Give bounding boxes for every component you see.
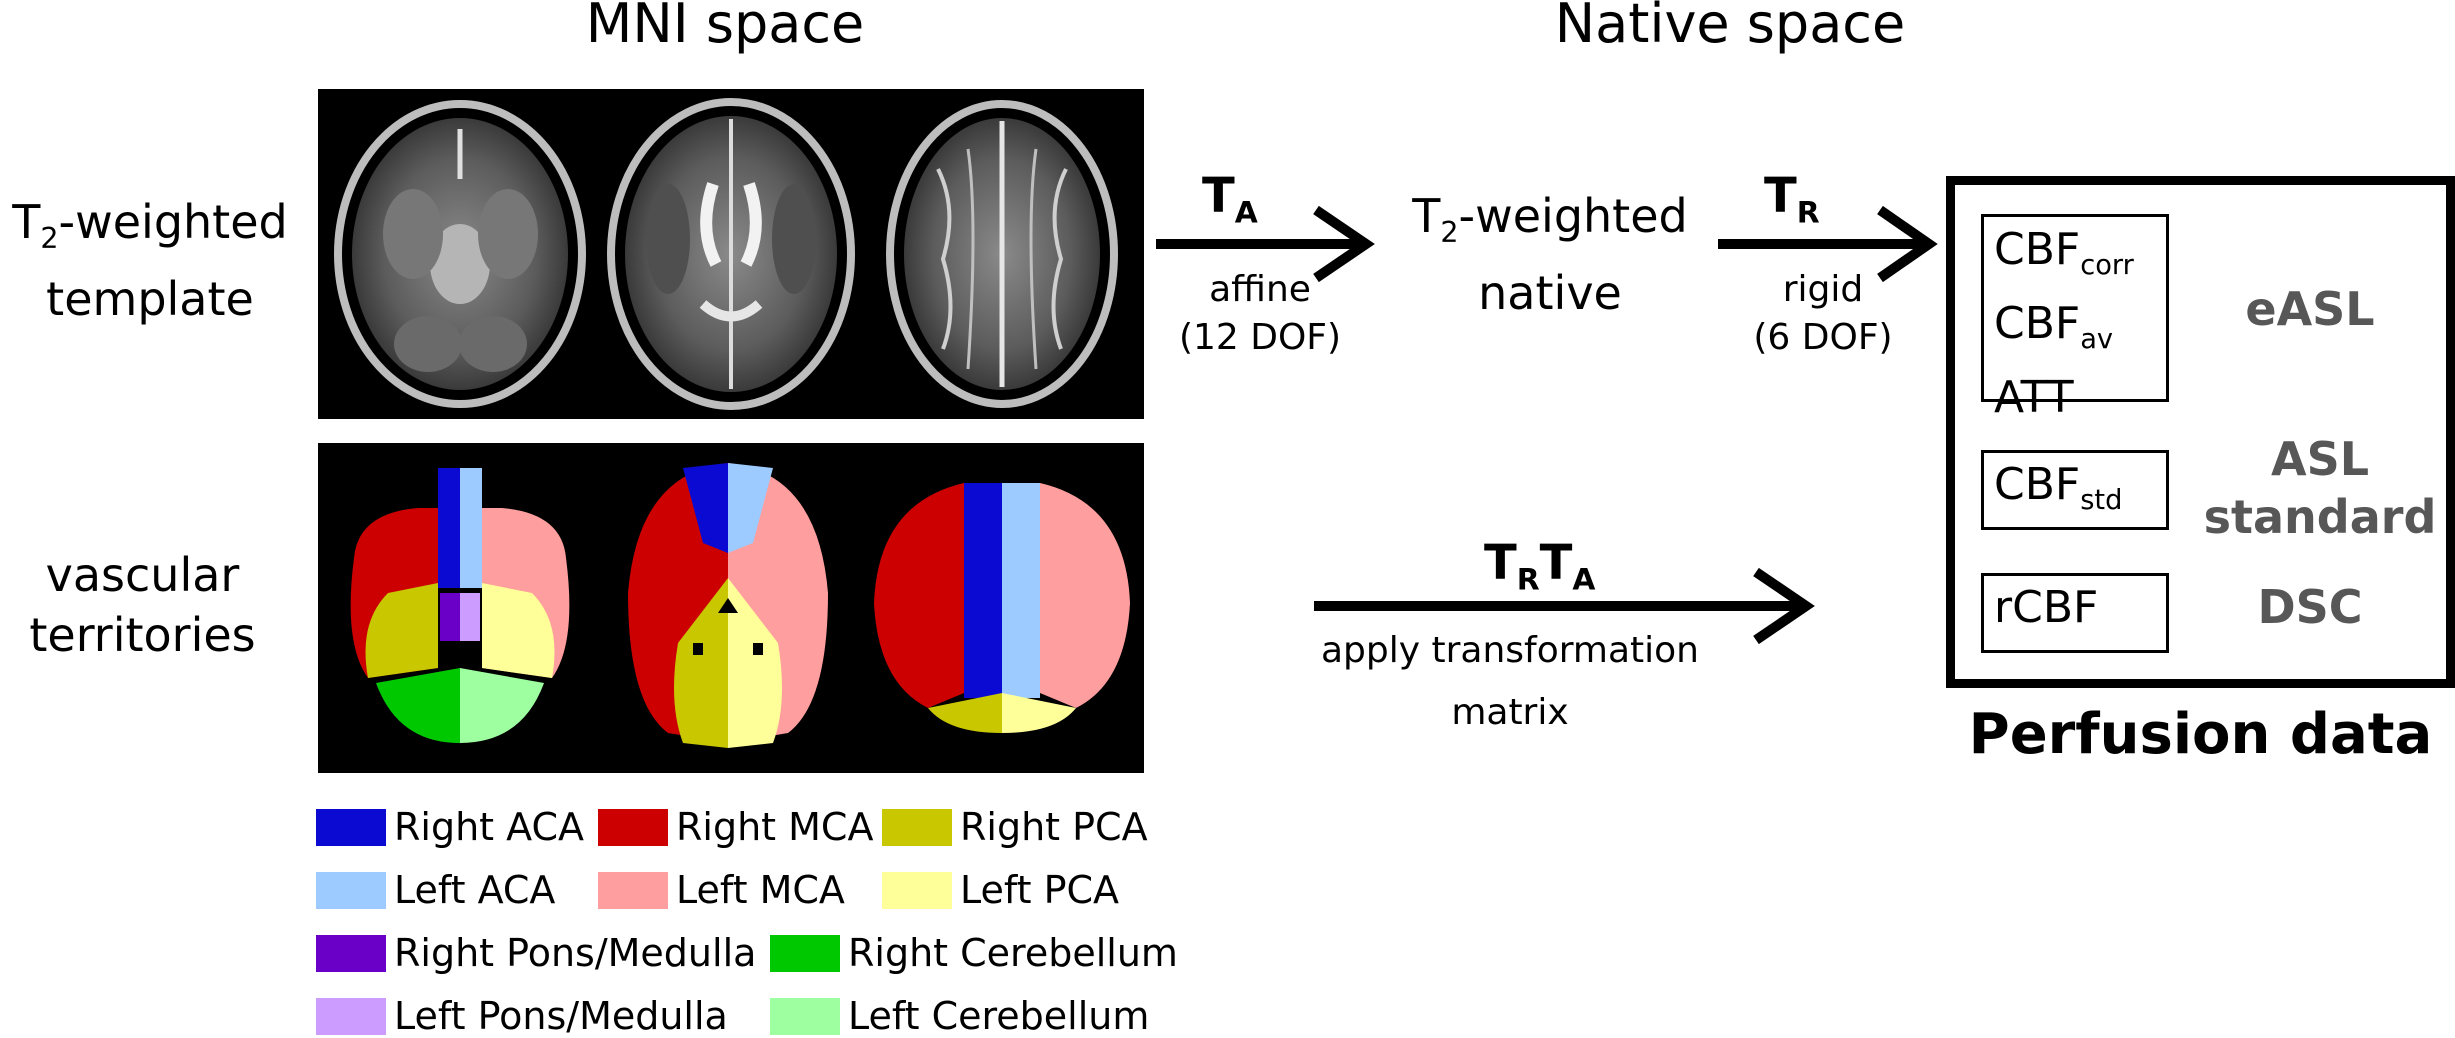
legend-swatch: [316, 997, 386, 1035]
affine-description: affine (12 DOF): [1178, 269, 1342, 358]
dsc-label: DSC: [2257, 580, 2363, 634]
legend-swatch: [316, 934, 386, 972]
legend-item-left-cerebellum: Left Cerebellum: [770, 994, 1149, 1038]
vascular-territory-slices-image: [350, 463, 1130, 748]
territory-slice-3: [874, 483, 1130, 733]
rcbf-item: rCBF: [1994, 582, 2099, 633]
legend-swatch: [316, 808, 386, 846]
t2-template-label: T2-weighted template: [12, 195, 288, 327]
native-space-header: Native space: [1554, 0, 1906, 55]
rigid-transform-label: TR: [1764, 168, 1820, 231]
asl-standard-label: ASL standard: [2203, 432, 2437, 544]
easl-label: eASL: [2245, 282, 2375, 336]
territory-slice-2: [628, 463, 828, 748]
legend-item-left-pca: Left PCA: [882, 868, 1119, 912]
legend-swatch: [316, 871, 386, 909]
t2-slice-2: [607, 98, 855, 410]
vascular-territories-label: vascular territories: [29, 548, 256, 662]
cbf-av-item: CBFav: [1994, 297, 2114, 355]
dsc-box: rCBF: [1981, 573, 2169, 653]
asl-standard-box: CBFstd: [1981, 450, 2169, 530]
territory-slice-1: [350, 468, 570, 743]
legend-item-right-mca: Right MCA: [598, 805, 873, 849]
legend-swatch: [598, 808, 668, 846]
t2-slice-1: [334, 100, 586, 408]
cbf-corr-item: CBFcorr: [1994, 224, 2134, 281]
att-item: ATT: [1994, 371, 2074, 423]
affine-transform-label: TA: [1202, 168, 1258, 231]
legend-item-right-cerebellum: Right Cerebellum: [770, 931, 1178, 975]
apply-transformation-description: apply transformation matrix: [1320, 630, 1700, 733]
legend-swatch: [770, 997, 840, 1035]
legend-swatch: [882, 808, 952, 846]
legend-item-right-pons-medulla: Right Pons/Medulla: [316, 931, 756, 975]
legend-swatch: [598, 871, 668, 909]
legend-item-left-aca: Left ACA: [316, 868, 555, 912]
mni-space-header: MNI space: [585, 0, 865, 55]
legend-item-right-aca: Right ACA: [316, 805, 584, 849]
perfusion-data-title: Perfusion data: [1968, 702, 2433, 767]
t2-slice-3: [886, 100, 1118, 408]
legend-swatch: [882, 871, 952, 909]
perfusion-data-box: [1946, 176, 2455, 688]
legend-swatch: [770, 934, 840, 972]
t2-template-panel: [318, 89, 1144, 419]
rigid-description: rigid (6 DOF): [1753, 269, 1893, 358]
cbf-std-item: CBFstd: [1994, 459, 2123, 516]
vascular-territories-panel: [318, 443, 1144, 773]
easl-measures-box: CBFcorr CBFav ATT: [1981, 214, 2169, 423]
legend-item-right-pca: Right PCA: [882, 805, 1148, 849]
legend-item-left-mca: Left MCA: [598, 868, 845, 912]
legend-item-left-pons-medulla: Left Pons/Medulla: [316, 994, 728, 1038]
combined-transform-label: TRTA: [1484, 535, 1596, 598]
t2-native-label: T2-weighted native: [1412, 189, 1688, 321]
t2-brain-slices-image: [334, 98, 1118, 410]
